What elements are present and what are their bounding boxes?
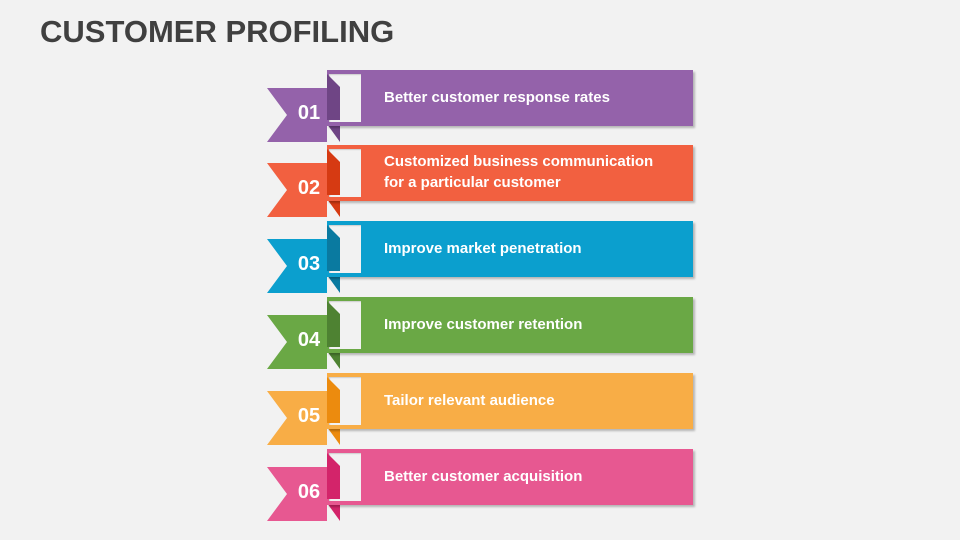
item-number: 03	[297, 253, 321, 275]
item-label-line1: Improve market penetration	[384, 240, 582, 257]
item-label-line1: Improve customer retention	[384, 316, 583, 333]
list-item: 01 Better customer response rates	[0, 70, 960, 146]
item-bar	[327, 297, 693, 353]
item-bar	[327, 373, 693, 429]
list-item: 06 Better customer acquisition	[0, 449, 960, 525]
item-label: Better customer acquisition	[384, 466, 582, 487]
list-item: 02 Customized business communication for…	[0, 145, 960, 221]
item-number: 01	[297, 102, 321, 124]
ribbon-tab-icon	[267, 391, 340, 445]
fold-icon	[327, 377, 340, 423]
item-label: Customized business communication for a …	[384, 151, 653, 193]
item-bar	[327, 145, 693, 201]
ribbon-tab-icon	[267, 163, 340, 217]
ribbon-tab-icon	[267, 88, 340, 142]
list-item: 04 Improve customer retention	[0, 297, 960, 373]
item-bar	[327, 70, 693, 126]
item-number: 02	[297, 177, 321, 199]
item-label: Improve customer retention	[384, 314, 582, 335]
item-number: 04	[297, 329, 321, 351]
item-label-line1: Better customer acquisition	[384, 468, 583, 485]
item-number: 05	[297, 405, 321, 427]
item-bar	[327, 221, 693, 277]
fold-icon	[327, 301, 340, 347]
slide-title: CUSTOMER PROFILING	[40, 14, 395, 49]
item-label: Tailor relevant audience	[384, 390, 555, 411]
ribbon-tab-icon	[267, 467, 340, 521]
fold-icon	[327, 225, 340, 271]
item-label-line1: Better customer response rates	[384, 89, 610, 106]
ribbon-tab-icon	[267, 315, 340, 369]
ribbon-tab-icon	[267, 239, 340, 293]
fold-icon	[327, 74, 340, 120]
fold-icon	[327, 149, 340, 195]
item-label-line1: Tailor relevant audience	[384, 392, 555, 409]
list-item: 03 Improve market penetration	[0, 221, 960, 297]
item-label-line2: for a particular customer	[384, 174, 561, 191]
list-item: 05 Tailor relevant audience	[0, 373, 960, 449]
item-bar	[327, 449, 693, 505]
fold-icon	[327, 453, 340, 499]
item-label: Better customer response rates	[384, 87, 610, 108]
item-number: 06	[297, 481, 321, 503]
item-label: Improve market penetration	[384, 238, 582, 259]
item-label-line1: Customized business communication	[384, 153, 654, 170]
